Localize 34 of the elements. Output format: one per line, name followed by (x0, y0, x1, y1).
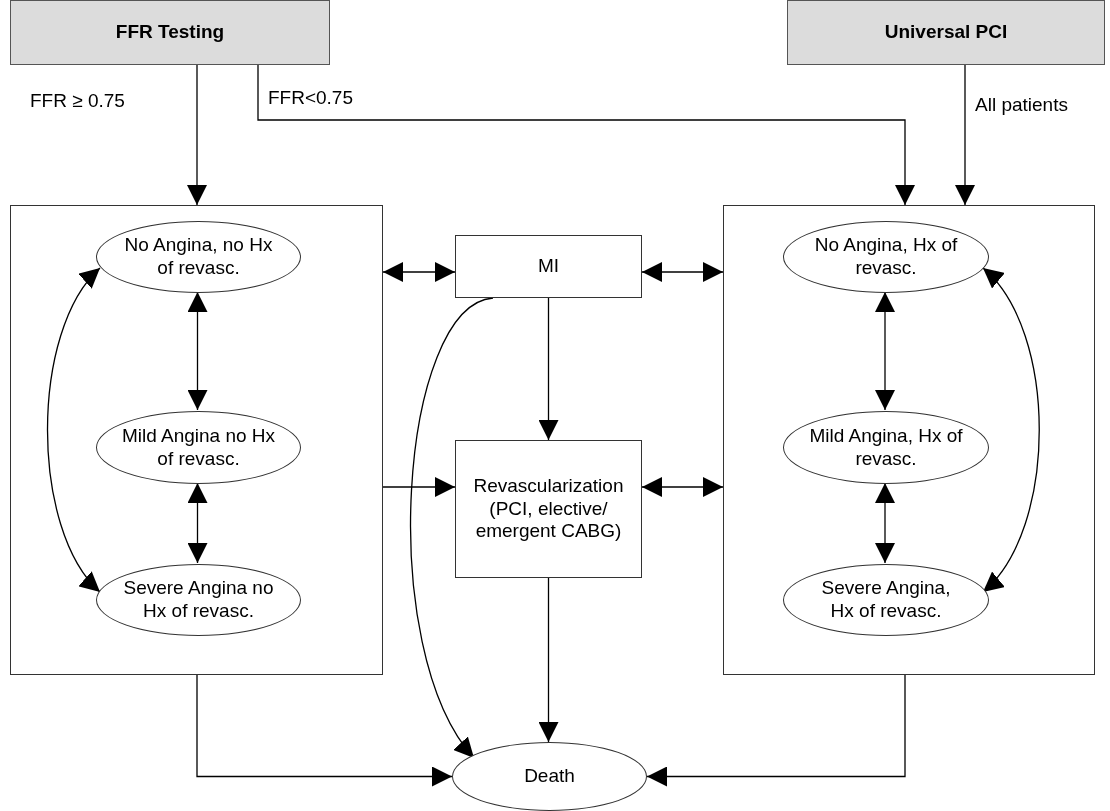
arrow (196, 674, 453, 787)
arrow (410, 297, 494, 759)
edge-label: FFR ≥ 0.75 (30, 91, 125, 110)
state-ellipse: Severe Angina no Hx of revasc. (96, 564, 301, 636)
arrow (187, 64, 207, 206)
group-box (10, 205, 383, 675)
arrow (382, 477, 456, 497)
arrow (187, 482, 208, 564)
state-ellipse: Mild Angina no Hx of revasc. (96, 411, 301, 484)
arrow (187, 291, 208, 411)
group-box (723, 205, 1095, 675)
arrow (538, 297, 559, 441)
strategy-box: FFR Testing (10, 0, 330, 65)
state-ellipse: No Angina, no Hx of revasc. (96, 221, 301, 293)
arrow (641, 262, 724, 282)
edge-label: All patients (975, 95, 1068, 114)
process-box: Revascularization (PCI, elective/ emergent CABG) (455, 440, 642, 578)
arrow (955, 64, 975, 206)
arrow (257, 64, 915, 206)
edge-label: FFR<0.75 (268, 88, 353, 107)
arrow (46, 267, 101, 593)
state-ellipse: Death (452, 742, 647, 811)
arrow (646, 674, 906, 787)
state-ellipse: Severe Angina, Hx of revasc. (783, 564, 989, 636)
arrow (982, 267, 1040, 593)
process-box: MI (455, 235, 642, 298)
arrow (538, 577, 559, 743)
strategy-box: Universal PCI (787, 0, 1105, 65)
arrow (875, 291, 895, 411)
state-ellipse: Mild Angina, Hx of revasc. (783, 411, 989, 484)
arrow (382, 262, 456, 282)
arrow (641, 477, 724, 497)
state-ellipse: No Angina, Hx of revasc. (783, 221, 989, 293)
arrow (875, 482, 895, 564)
